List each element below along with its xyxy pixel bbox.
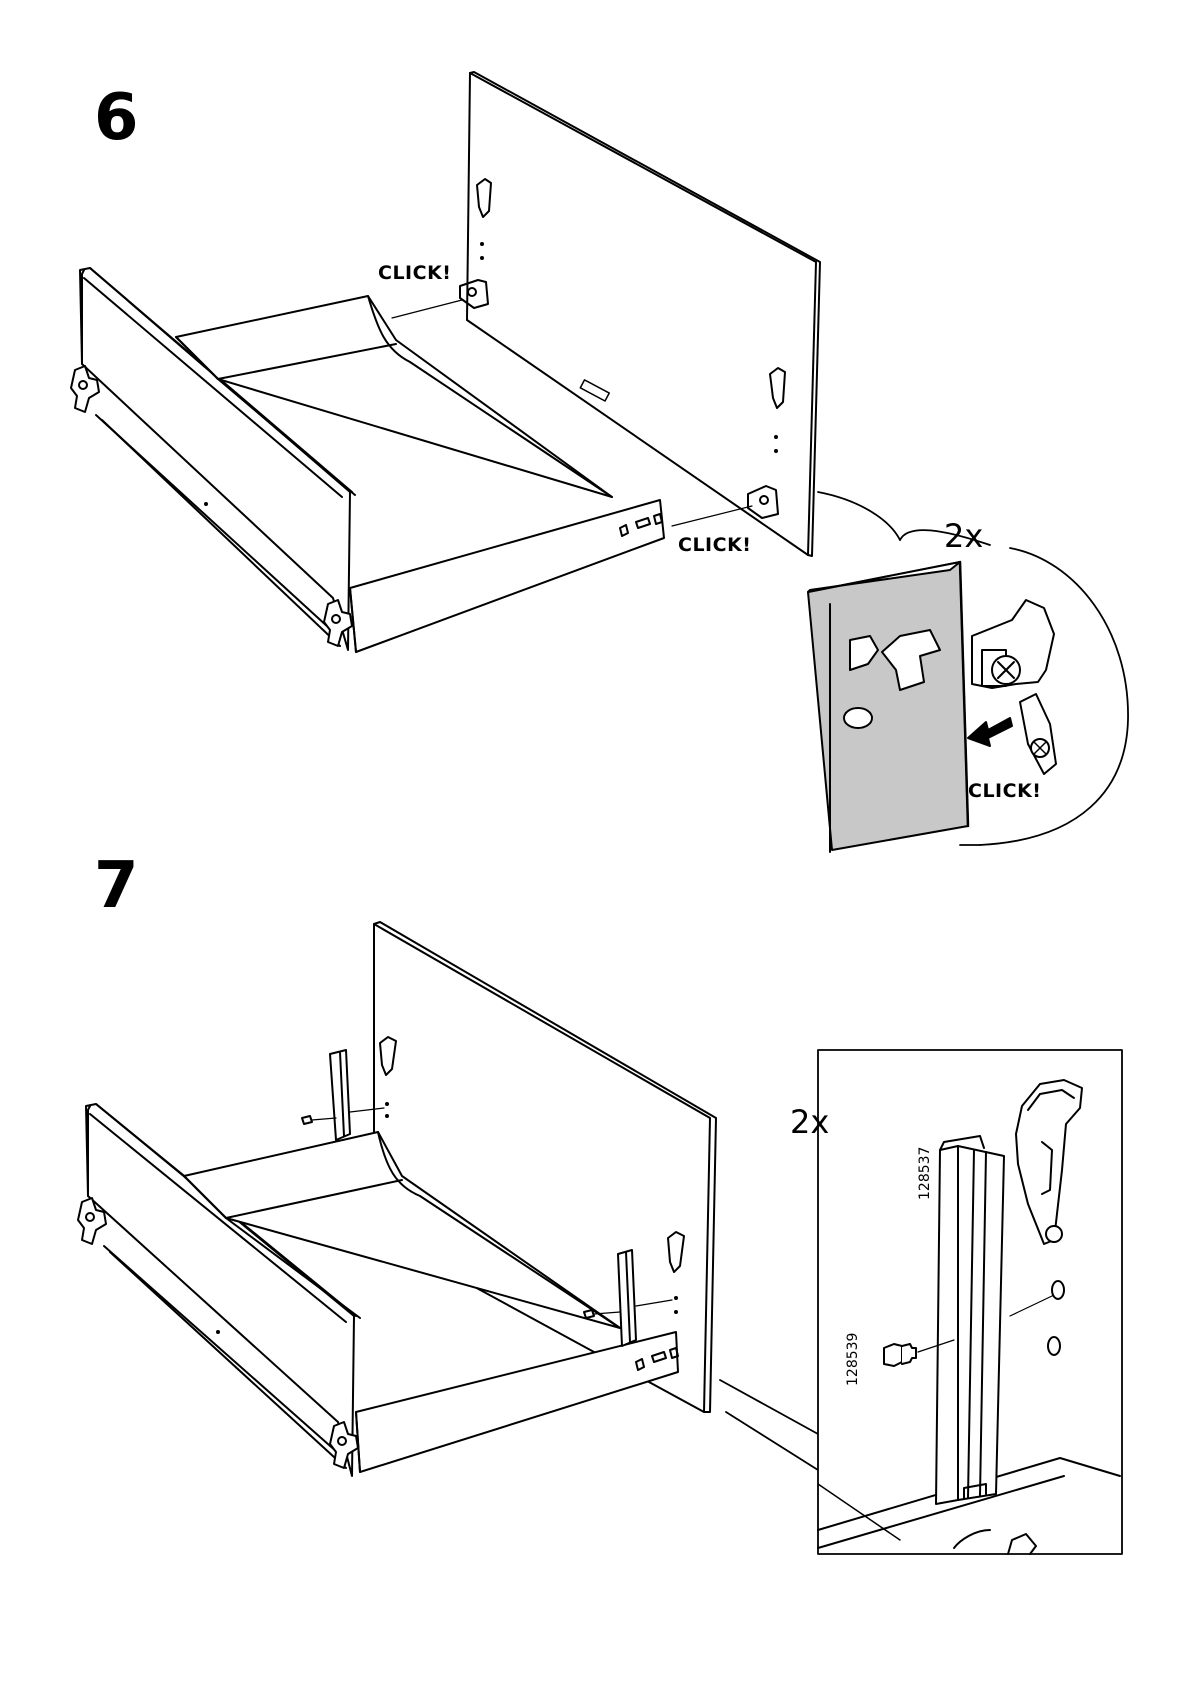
detail-multiplier: 2x bbox=[790, 1106, 829, 1138]
connector-line bbox=[392, 300, 462, 318]
callout-line bbox=[726, 1412, 818, 1470]
push-arrow bbox=[968, 718, 1012, 746]
part-number-profile: 128537 bbox=[918, 1147, 932, 1200]
profile-left bbox=[302, 1050, 384, 1140]
part-number-screw: 128539 bbox=[846, 1333, 860, 1386]
click-label: CLICK! bbox=[678, 536, 751, 555]
step-number: 6 bbox=[94, 86, 139, 150]
callout-line bbox=[720, 1380, 818, 1434]
front-panel-step6 bbox=[460, 72, 820, 556]
step-number: 7 bbox=[94, 854, 139, 918]
step-7-drawing bbox=[78, 922, 1122, 1554]
detail-clip-mechanism bbox=[972, 600, 1056, 774]
detail-multiplier: 2x bbox=[944, 520, 983, 552]
step-6-drawing bbox=[71, 72, 1128, 852]
click-label: CLICK! bbox=[378, 264, 451, 283]
connector-line bbox=[672, 506, 752, 526]
click-label: CLICK! bbox=[968, 782, 1041, 801]
detail-rail bbox=[808, 562, 968, 852]
detail-box-step7 bbox=[818, 1050, 1122, 1554]
